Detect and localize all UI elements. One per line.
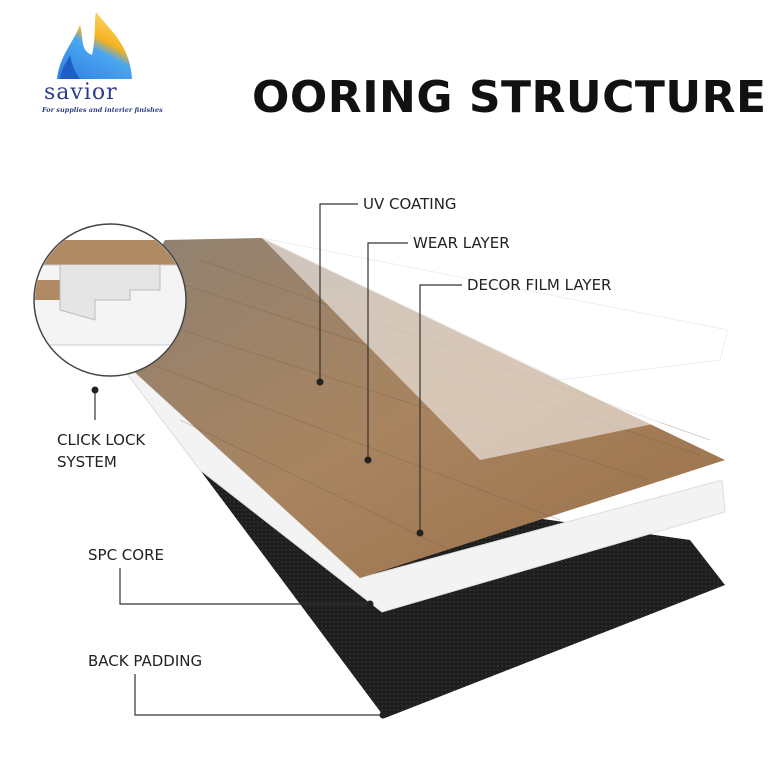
page-title: OORING STRUCTURE — [252, 72, 767, 123]
label-click-lock-system: SYSTEM — [57, 453, 117, 471]
click-lock-inset — [33, 223, 187, 377]
label-back-padding: BACK PADDING — [88, 652, 203, 670]
label-decor-film: DECOR FILM LAYER — [467, 276, 612, 294]
logo-brand: savior — [44, 80, 118, 105]
decor-film-layer — [105, 238, 725, 578]
logo-flame-icon — [57, 12, 132, 79]
label-spc-core: SPC CORE — [88, 546, 164, 564]
label-click-lock: CLICK LOCK — [57, 431, 146, 449]
label-uv-coating: UV COATING — [363, 195, 457, 213]
label-wear-layer: WEAR LAYER — [413, 234, 510, 252]
logo-tagline: For supplies and interier finishes — [42, 106, 163, 114]
uv-coating-layer — [261, 237, 729, 381]
